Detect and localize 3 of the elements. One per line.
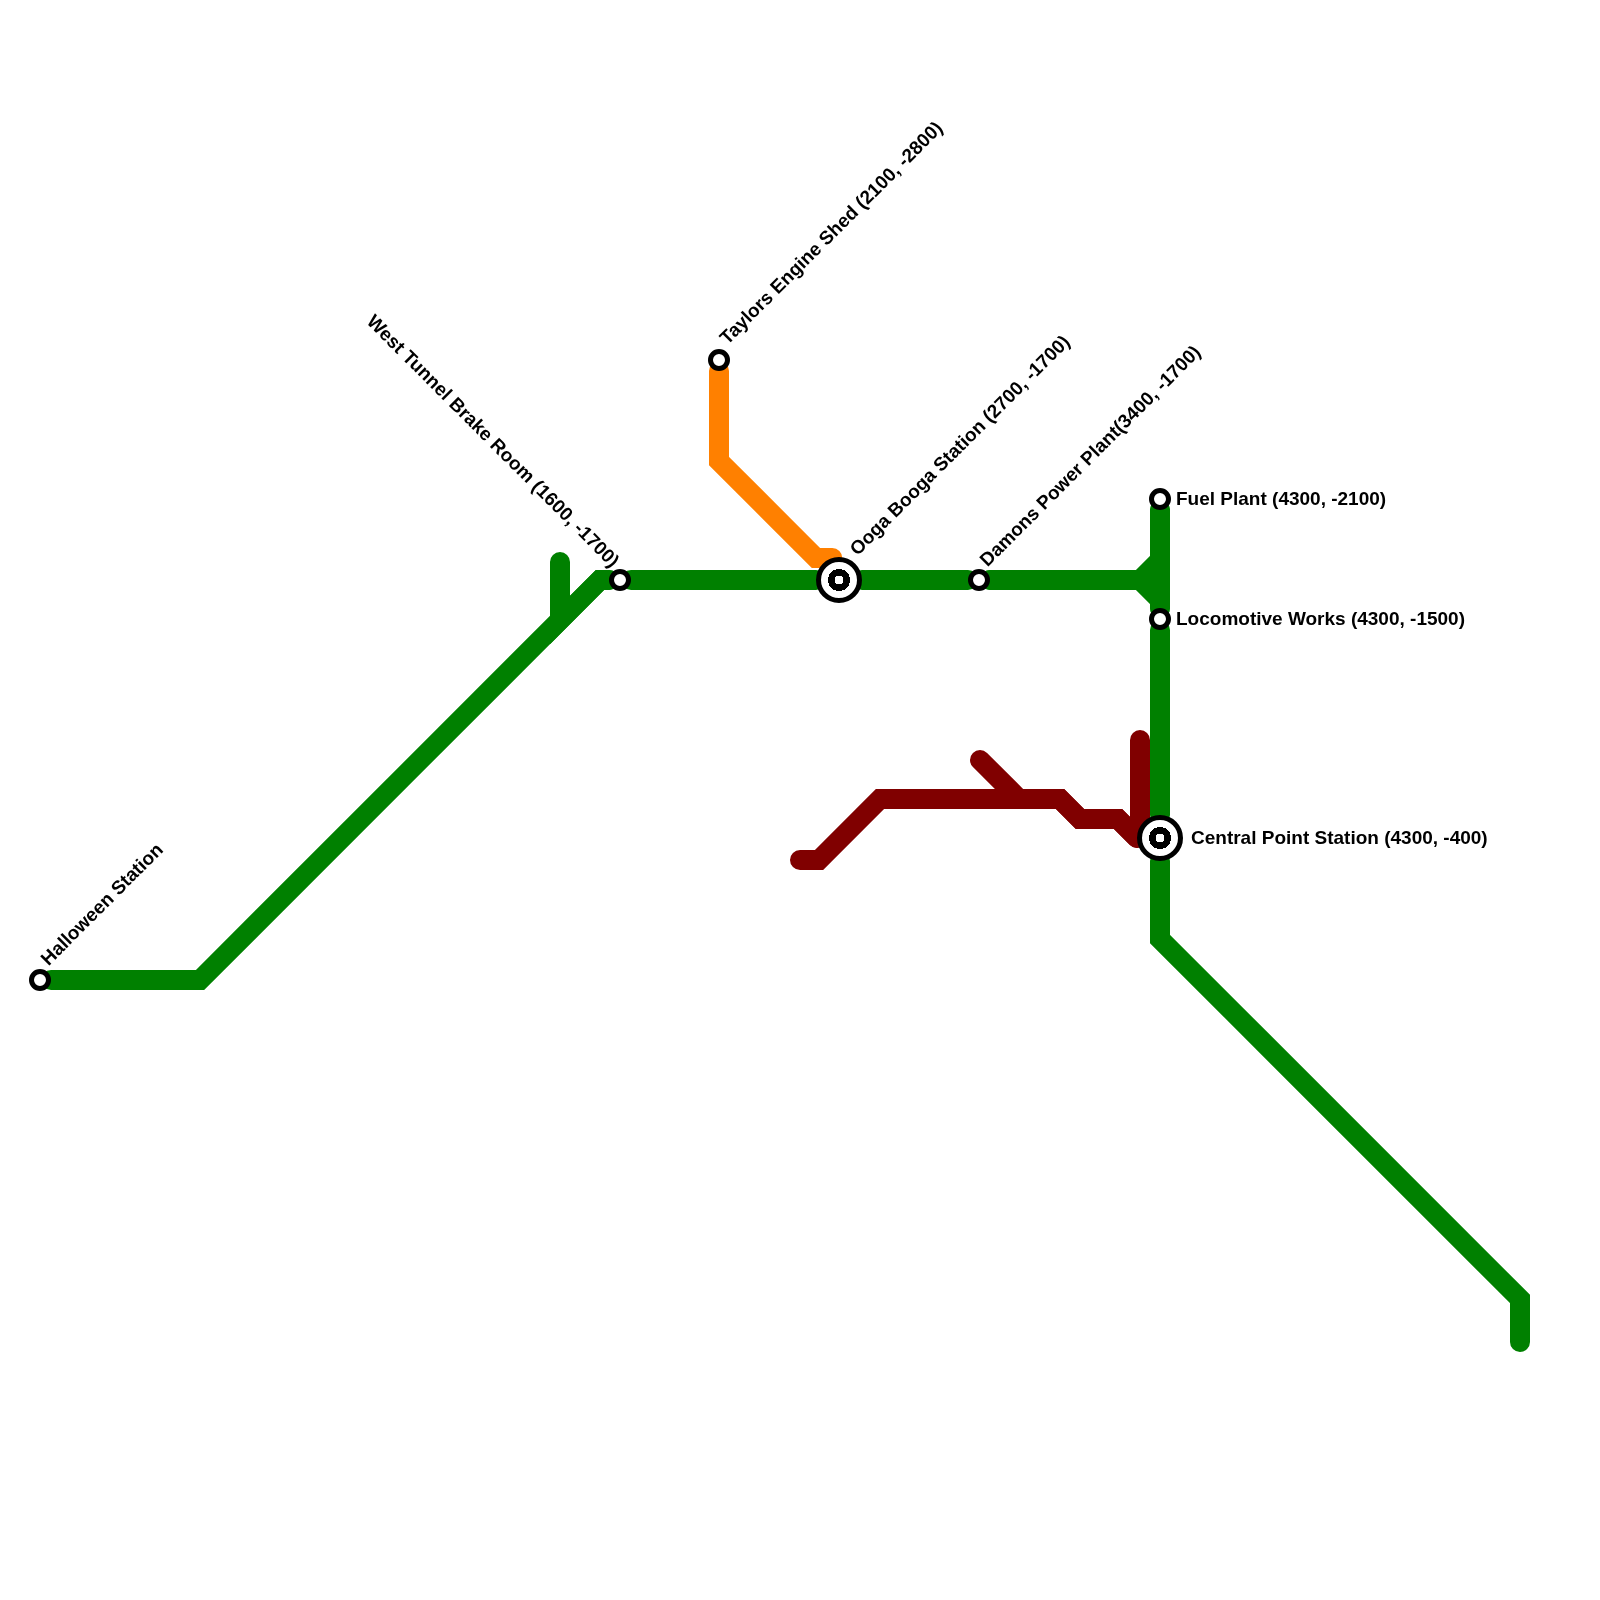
station-label: Fuel Plant (4300, -2100) <box>1176 488 1387 510</box>
station-label: Locomotive Works (4300, -1500) <box>1176 608 1465 630</box>
station-label: Central Point Station (4300, -400) <box>1191 827 1488 849</box>
